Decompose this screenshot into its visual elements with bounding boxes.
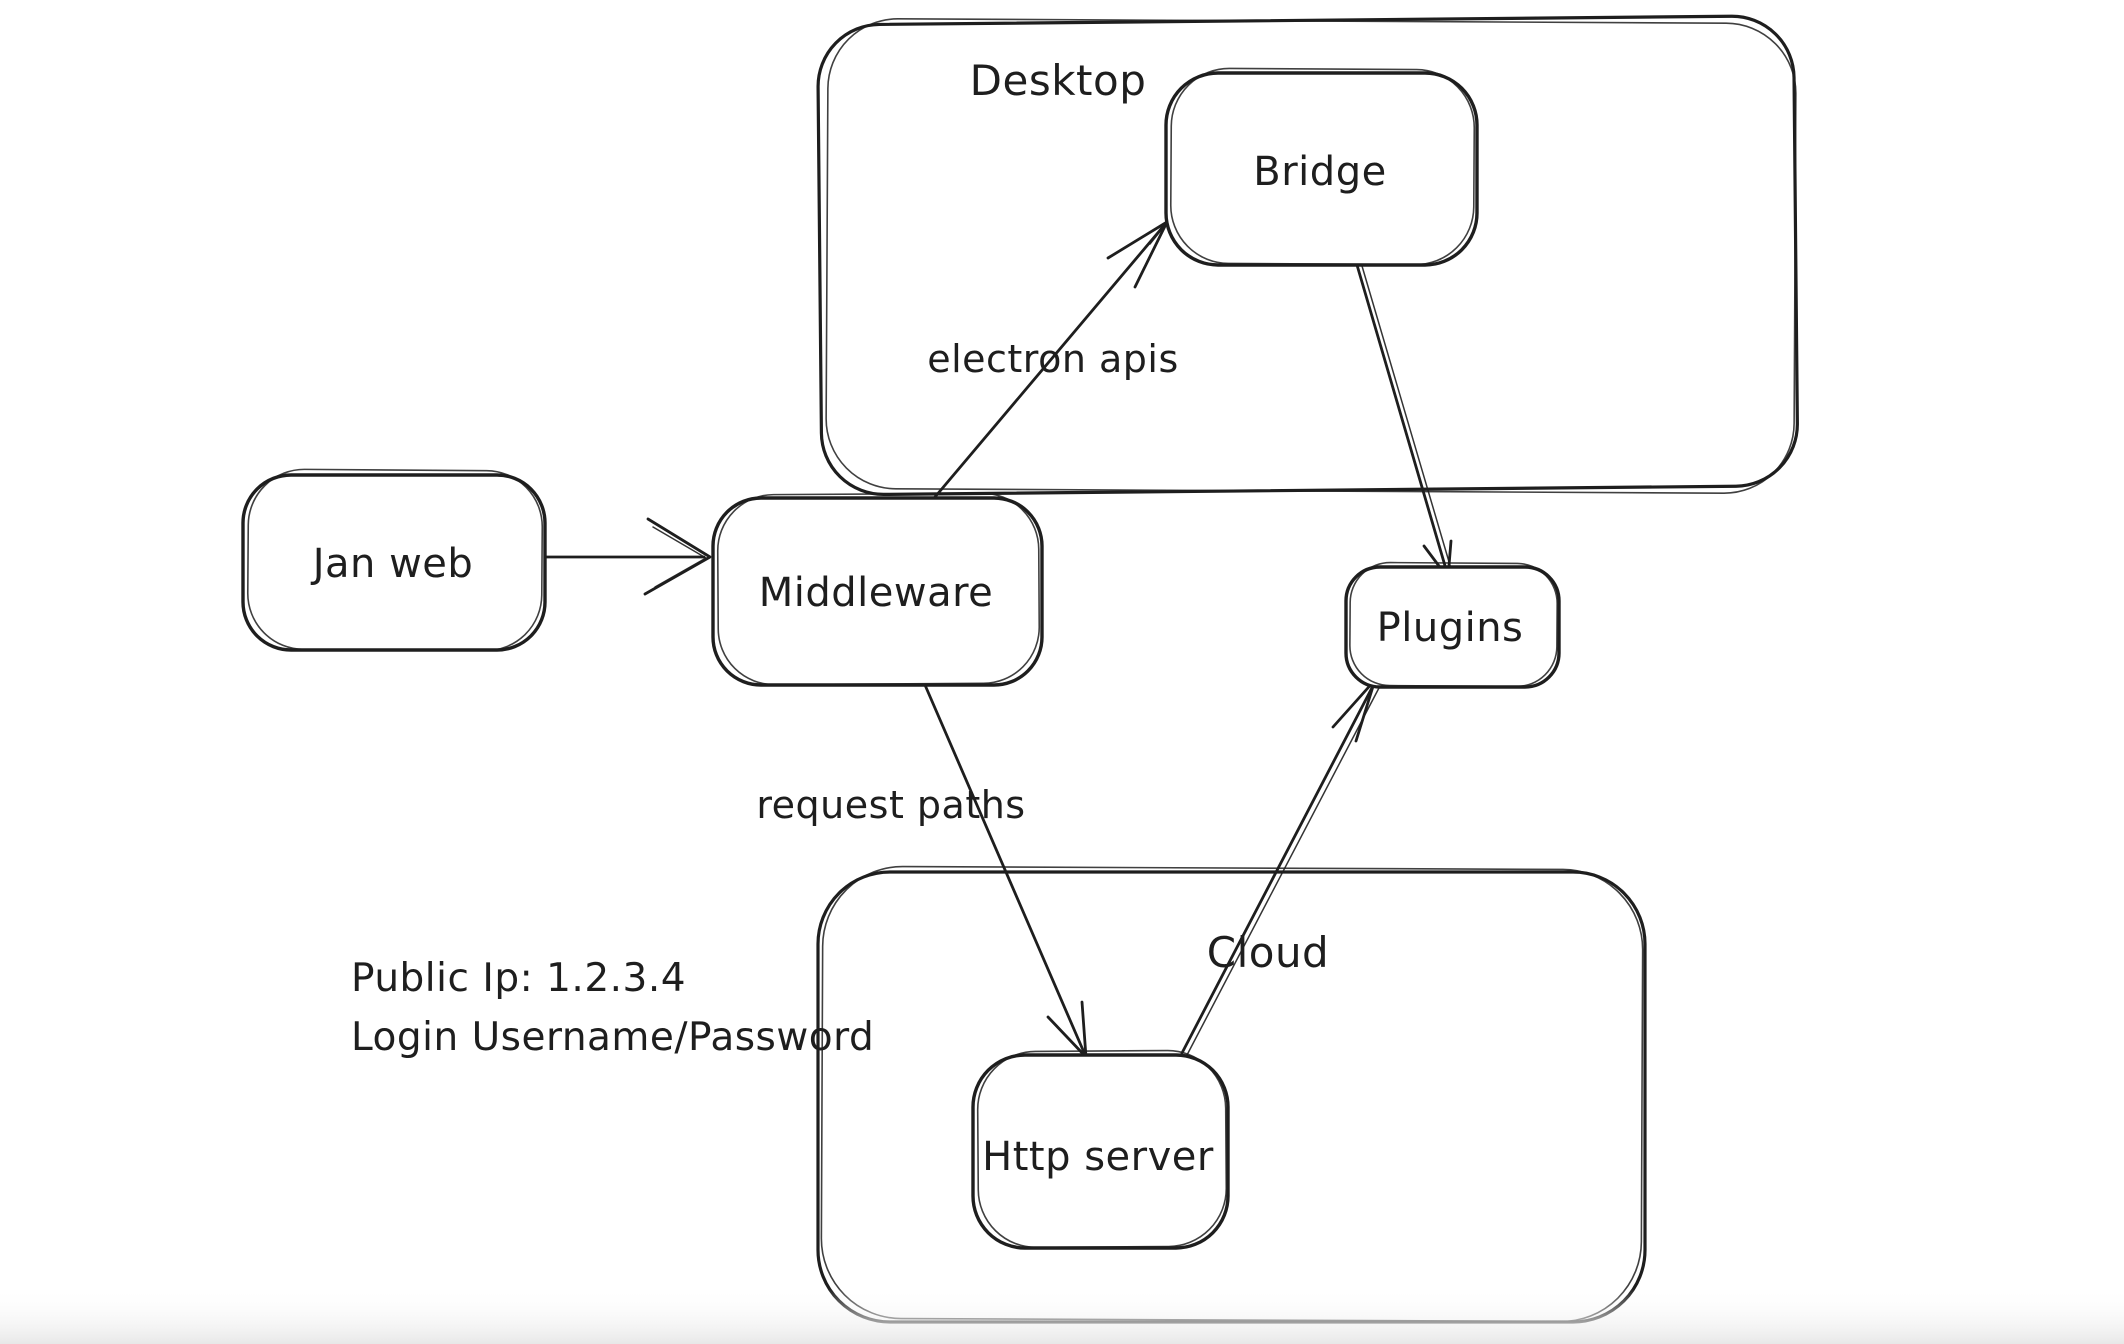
node-plugins[interactable]: Plugins — [1344, 561, 1561, 689]
node-label-jan-web: Jan web — [310, 541, 474, 587]
arrowhead-up-right-icon — [1331, 678, 1377, 743]
edge-label-request-paths[interactable]: request paths — [756, 783, 1025, 827]
annotation-public-ip[interactable]: Public Ip: 1.2.3.4 — [351, 956, 686, 1001]
node-label-bridge: Bridge — [1253, 149, 1386, 195]
edge-bridge-to-plugins[interactable] — [1355, 263, 1453, 580]
node-middleware[interactable]: Middleware — [711, 492, 1044, 687]
node-label-plugins: Plugins — [1377, 605, 1524, 651]
container-label-desktop[interactable]: Desktop — [970, 56, 1147, 105]
container-desktop[interactable] — [816, 14, 1799, 497]
arrowhead-sketch-pass — [1149, 223, 1167, 245]
annotation-login[interactable]: Login Username/Password — [351, 1015, 874, 1060]
node-http-server[interactable]: Http server — [971, 1049, 1230, 1250]
annotation-credentials[interactable]: Public Ip: 1.2.3.4 Login Username/Passwo… — [351, 956, 874, 1060]
arrowhead-sketch-pass — [652, 526, 707, 588]
middleware-sketch-pass — [716, 492, 1041, 686]
node-jan-web[interactable]: Jan web — [241, 468, 547, 652]
arrowhead-right-icon — [643, 517, 712, 596]
edge-label-electron-apis[interactable]: electron apis — [927, 337, 1179, 381]
node-label-middleware: Middleware — [759, 570, 994, 616]
edge-jan-web-to-middleware[interactable] — [543, 517, 712, 596]
node-label-http-server: Http server — [982, 1134, 1214, 1180]
desktop-frame-sketch-pass — [825, 18, 1797, 494]
http-server-sketch-pass — [976, 1049, 1228, 1249]
node-bridge[interactable]: Bridge — [1164, 67, 1479, 267]
bottom-fade — [0, 1288, 2124, 1344]
container-label-cloud[interactable]: Cloud — [1207, 928, 1329, 977]
jan-web-sketch-pass — [246, 468, 544, 652]
plugins-sketch-pass — [1349, 561, 1558, 688]
bridge-sketch-pass — [1169, 67, 1476, 266]
